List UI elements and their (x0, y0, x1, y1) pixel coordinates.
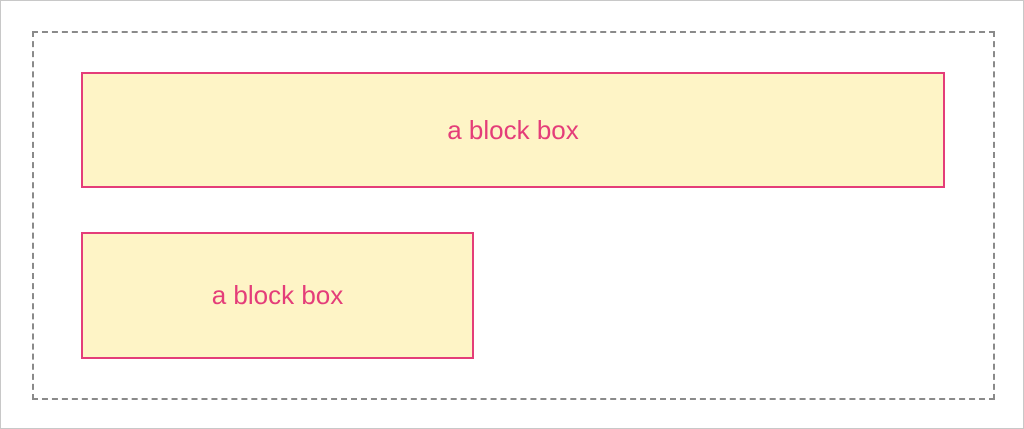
block-box-label: a block box (447, 114, 579, 145)
block-box-label: a block box (211, 280, 344, 310)
containing-block (32, 31, 995, 400)
block-box-narrow: a block box (81, 232, 474, 359)
block-box-full-width: a block box (81, 72, 945, 188)
